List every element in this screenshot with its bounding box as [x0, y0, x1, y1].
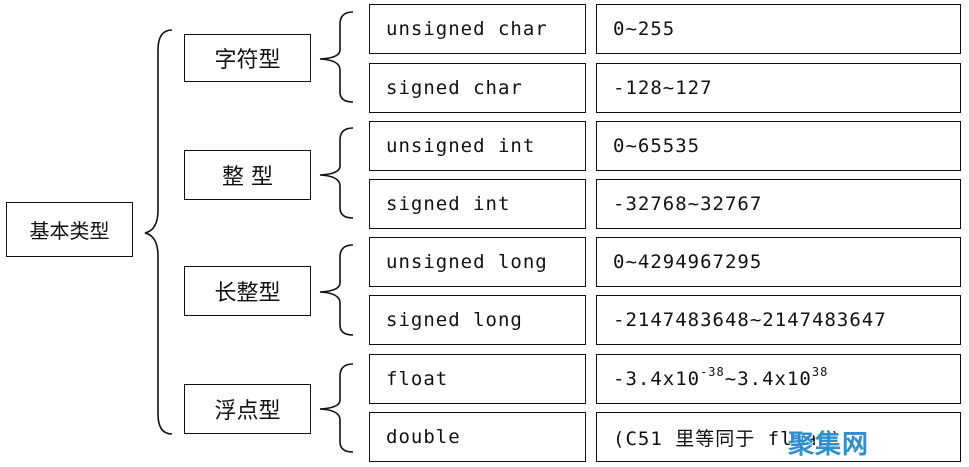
range-box: -128~127: [596, 63, 961, 113]
root-box: 基本类型: [6, 202, 133, 257]
int-brace: [319, 127, 354, 219]
range-box: -2147483648~2147483647: [596, 295, 961, 345]
range-value: -2147483648~2147483647: [613, 309, 887, 331]
range-float-exp-low: -38: [700, 364, 725, 379]
watermark-logo: 聚集网: [788, 430, 870, 460]
type-box: float: [369, 354, 586, 404]
range-box: 0~4294967295: [596, 237, 961, 287]
category-box-int: 整 型: [184, 150, 311, 200]
type-label: unsigned char: [386, 18, 548, 40]
type-label: signed int: [386, 193, 511, 215]
range-float-exp-high: 38: [811, 364, 829, 379]
range-value: -32768~32767: [613, 193, 763, 215]
type-box: unsigned int: [369, 121, 586, 171]
category-box-char: 字符型: [184, 34, 311, 82]
range-value: 0~255: [613, 18, 676, 40]
type-box: signed int: [369, 179, 586, 229]
type-box: unsigned long: [369, 237, 586, 287]
long-brace: [319, 244, 354, 336]
range-value: 0~65535: [613, 135, 701, 157]
range-value: -128~127: [613, 77, 713, 99]
type-box: signed char: [369, 63, 586, 113]
range-value: -3.4x10-38~3.4x1038: [613, 364, 829, 390]
root-brace: [144, 29, 173, 435]
range-box: 0~255: [596, 4, 961, 54]
type-label: double: [386, 426, 461, 448]
type-box: signed long: [369, 295, 586, 345]
type-label: unsigned long: [386, 251, 548, 273]
root-label: 基本类型: [29, 219, 110, 243]
range-box: 0~65535: [596, 121, 961, 171]
range-box: -3.4x10-38~3.4x1038: [596, 354, 961, 404]
category-box-float: 浮点型: [184, 384, 311, 434]
category-label: 浮点型: [214, 399, 281, 424]
type-label: signed char: [386, 77, 523, 99]
range-value: (C51 里等同于 float): [613, 427, 843, 450]
type-label: float: [386, 368, 449, 390]
range-box: -32768~32767: [596, 179, 961, 229]
float-brace: [319, 363, 354, 453]
category-label: 长整型: [214, 281, 281, 306]
type-box: unsigned char: [369, 4, 586, 54]
type-label: signed long: [386, 309, 523, 331]
category-label: 字符型: [214, 48, 281, 73]
range-value: 0~4294967295: [613, 251, 763, 273]
type-box: double: [369, 412, 586, 462]
category-label: 整 型: [222, 165, 273, 190]
range-float-mid: ~3.4x10: [724, 368, 812, 390]
range-box: (C51 里等同于 float): [596, 412, 961, 462]
char-brace: [319, 11, 354, 103]
type-label: unsigned int: [386, 135, 536, 157]
range-float-prefix: -3.4x10: [613, 368, 701, 390]
category-box-long: 长整型: [184, 266, 311, 316]
